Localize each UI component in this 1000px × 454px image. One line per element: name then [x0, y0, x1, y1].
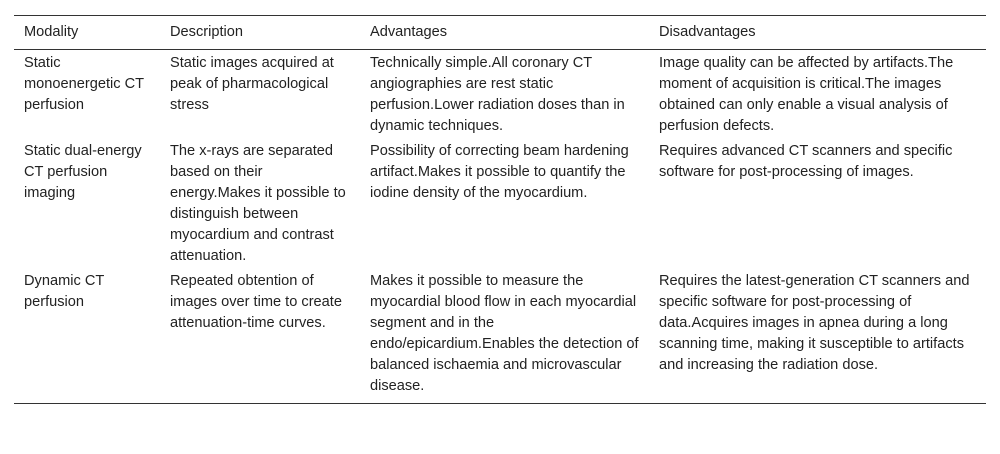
- cell-description: The x-rays are separated based on their …: [170, 143, 346, 264]
- table-row: Dynamic CT perfusion Repeated obtention …: [14, 269, 986, 404]
- column-header-description: Description: [170, 24, 243, 40]
- cell-advantages: Possibility of correcting beam hardening…: [370, 143, 629, 201]
- cell-description: Static images acquired at peak of pharma…: [170, 55, 334, 113]
- comparison-table-container: Modality Description Advantages Disadvan…: [14, 15, 986, 404]
- column-header-advantages: Advantages: [370, 24, 448, 40]
- ct-perfusion-modalities-table: Modality Description Advantages Disadvan…: [14, 15, 986, 404]
- cell-modality: Static monoenergetic CT perfusion: [24, 55, 144, 113]
- cell-disadvantages: Requires advanced CT scanners and specif…: [659, 143, 953, 180]
- table-body: Static monoenergetic CT perfusion Static…: [14, 50, 986, 404]
- cell-disadvantages: Requires the latest-generation CT scanne…: [659, 273, 970, 373]
- table-row: Static dual-energy CT perfusion imaging …: [14, 139, 986, 269]
- cell-disadvantages: Image quality can be affected by artifac…: [659, 55, 954, 134]
- cell-advantages: Makes it possible to measure the myocard…: [370, 273, 639, 394]
- cell-modality: Dynamic CT perfusion: [24, 273, 105, 310]
- cell-description: Repeated obtention of images over time t…: [170, 273, 342, 331]
- table-header: Modality Description Advantages Disadvan…: [14, 15, 986, 50]
- column-header-modality: Modality: [24, 24, 79, 40]
- column-header-disadvantages: Disadvantages: [659, 24, 756, 40]
- header-row: Modality Description Advantages Disadvan…: [14, 15, 986, 50]
- cell-modality: Static dual-energy CT perfusion imaging: [24, 143, 142, 201]
- table-row: Static monoenergetic CT perfusion Static…: [14, 50, 986, 140]
- cell-advantages: Technically simple.All coronary CT angio…: [370, 55, 625, 134]
